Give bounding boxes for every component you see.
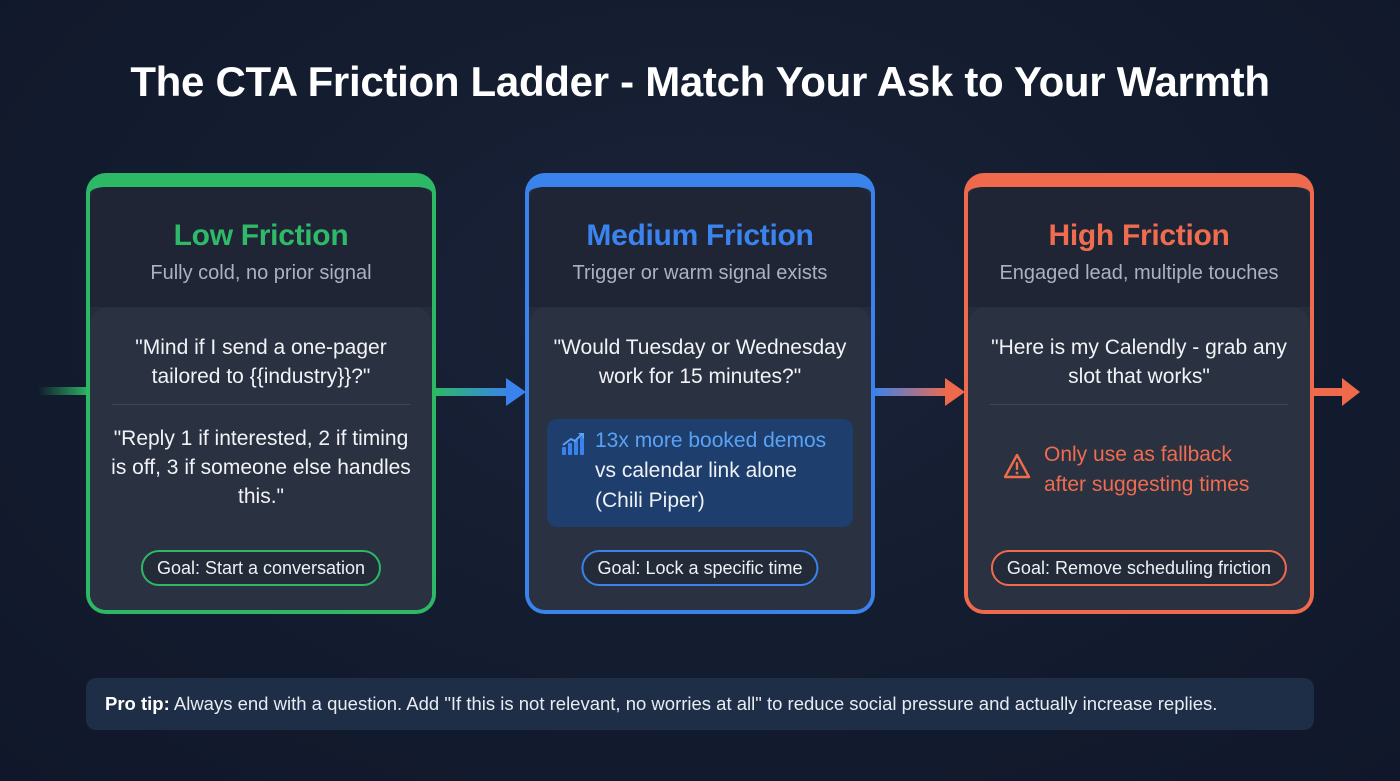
divider	[990, 404, 1288, 405]
pro-tip-text: Always end with a question. Add "If this…	[169, 693, 1218, 714]
warning-text: Only use as fallback after suggesting ti…	[1044, 440, 1249, 500]
chart-growth-icon	[562, 433, 584, 455]
goal-badge: Goal: Lock a specific time	[581, 550, 819, 586]
warning-callout: Only use as fallback after suggesting ti…	[998, 440, 1290, 500]
card-header: Low Friction Fully cold, no prior signal	[90, 187, 432, 307]
goal-badge: Goal: Remove scheduling friction	[990, 550, 1288, 586]
card-header: Medium Friction Trigger or warm signal e…	[529, 187, 871, 307]
cta-example-quote: "Would Tuesday or Wednesday work for 15 …	[553, 336, 847, 388]
card-header: High Friction Engaged lead, multiple tou…	[968, 187, 1310, 307]
warning-line: Only use as fallback	[1044, 443, 1232, 466]
arrow-medium-to-high	[873, 378, 965, 406]
warning-triangle-icon	[1003, 453, 1031, 479]
cta-example-quote: "Here is my Calendly - grab any slot tha…	[991, 336, 1287, 388]
warning-line: after suggesting times	[1044, 473, 1250, 496]
exit-arrow	[1312, 378, 1360, 406]
pro-tip-banner: Pro tip: Always end with a question. Add…	[86, 678, 1314, 730]
card-subtitle: Engaged lead, multiple touches	[999, 262, 1279, 284]
arrow-low-to-medium	[434, 378, 526, 406]
entry-connector	[38, 387, 90, 395]
divider	[112, 404, 410, 405]
cta-example-quote: "Reply 1 if interested, 2 if timing is o…	[111, 427, 411, 508]
pro-tip-label: Pro tip:	[105, 693, 170, 714]
card-high-friction: High Friction Engaged lead, multiple tou…	[964, 173, 1314, 614]
stat-detail: vs calendar link alone	[595, 459, 797, 482]
page-title: The CTA Friction Ladder - Match Your Ask…	[130, 58, 1270, 105]
card-medium-friction: Medium Friction Trigger or warm signal e…	[525, 173, 875, 614]
card-body: "Would Tuesday or Wednesday work for 15 …	[529, 307, 871, 610]
goal-badge: Goal: Start a conversation	[140, 550, 382, 586]
card-subtitle: Fully cold, no prior signal	[150, 262, 372, 284]
cta-example-quote: "Mind if I send a one-pager tailored to …	[135, 336, 387, 388]
card-title: Medium Friction	[586, 219, 814, 252]
card-body: "Here is my Calendly - grab any slot tha…	[968, 307, 1310, 610]
card-title: High Friction	[1048, 219, 1230, 252]
card-body: "Mind if I send a one-pager tailored to …	[90, 307, 432, 610]
card-subtitle: Trigger or warm signal exists	[572, 262, 828, 284]
stat-source: (Chili Piper)	[595, 489, 705, 512]
stat-headline: 13x more booked demos	[595, 429, 827, 452]
card-title: Low Friction	[173, 219, 349, 252]
stat-callout: 13x more booked demos vs calendar link a…	[547, 419, 853, 527]
card-low-friction: Low Friction Fully cold, no prior signal…	[86, 173, 436, 614]
